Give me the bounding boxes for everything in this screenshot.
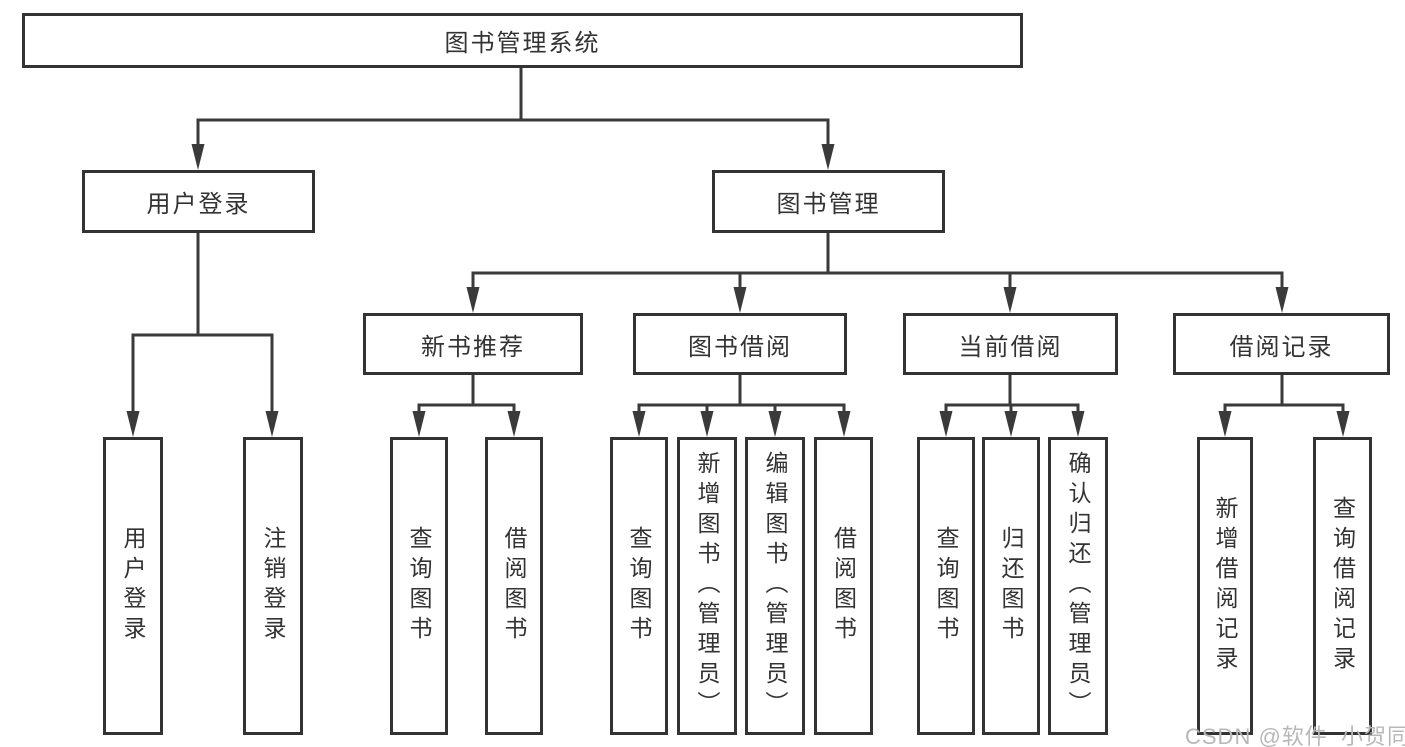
leaf-query-books-current: 查询图书 [917, 437, 975, 735]
leaf-add-book-admin: 新增图书（管理员） [677, 437, 737, 735]
node-borrow-records: 借阅记录 [1173, 313, 1390, 375]
leaf-label: 新增借阅记录 [1212, 496, 1238, 676]
node-label: 用户登录 [146, 191, 251, 218]
leaf-logout: 注销登录 [243, 437, 303, 735]
connector-borrowrec-to-leaves [1218, 375, 1350, 437]
leaf-return-books: 归还图书 [982, 437, 1040, 735]
connector-bookborrow-to-leaves [632, 375, 851, 437]
leaf-query-books-recommend: 查询图书 [390, 437, 448, 735]
node-book-management: 图书管理 [712, 170, 945, 233]
node-new-book-recommend: 新书推荐 [363, 313, 583, 375]
leaf-label: 新增图书（管理员） [694, 451, 720, 721]
leaf-label: 查询借阅记录 [1329, 496, 1356, 676]
leaf-confirm-return-admin: 确认归还（管理员） [1048, 437, 1108, 735]
connector-userlogin-to-leaves [126, 233, 279, 437]
leaf-label: 查询图书 [406, 526, 432, 646]
node-label: 当前借阅 [958, 333, 1063, 361]
leaf-query-borrow-record: 查询借阅记录 [1313, 437, 1372, 735]
node-label: 新书推荐 [421, 333, 525, 361]
leaf-user-login: 用户登录 [103, 437, 163, 735]
leaf-label: 注销登录 [260, 526, 286, 646]
node-library-system-root: 图书管理系统 [22, 13, 1023, 68]
node-book-borrowing: 图书借阅 [633, 313, 847, 375]
node-label: 借阅记录 [1229, 333, 1334, 361]
leaf-label: 查询图书 [933, 526, 959, 646]
leaf-label: 用户登录 [120, 526, 146, 646]
leaf-add-borrow-record: 新增借阅记录 [1197, 437, 1253, 735]
leaf-borrow-books: 借阅图书 [814, 437, 873, 735]
node-label: 图书管理系统 [444, 30, 601, 57]
connector-bookmgmt-to-level3 [466, 233, 1289, 313]
leaf-edit-book-admin: 编辑图书（管理员） [745, 437, 805, 735]
leaf-query-books-borrowing: 查询图书 [610, 437, 668, 735]
leaf-label: 借阅图书 [501, 526, 527, 646]
leaf-label: 编辑图书（管理员） [762, 451, 788, 721]
leaf-label: 查询图书 [626, 526, 652, 646]
csdn-watermark: CSDN @软件_小贺同学 [1185, 724, 1405, 747]
node-user-login: 用户登录 [82, 170, 315, 233]
leaf-borrow-books-recommend: 借阅图书 [485, 437, 543, 735]
connector-currentborrow-to-leaves [939, 375, 1085, 437]
node-label: 图书管理 [776, 191, 881, 218]
leaf-label: 确认归还（管理员） [1065, 451, 1091, 721]
node-label: 图书借阅 [688, 333, 792, 361]
connector-root-to-level2 [191, 68, 835, 170]
node-current-borrowing: 当前借阅 [903, 313, 1118, 375]
leaf-label: 借阅图书 [830, 526, 857, 646]
leaf-label: 归还图书 [998, 526, 1024, 646]
connector-newbook-to-leaves [412, 375, 521, 437]
